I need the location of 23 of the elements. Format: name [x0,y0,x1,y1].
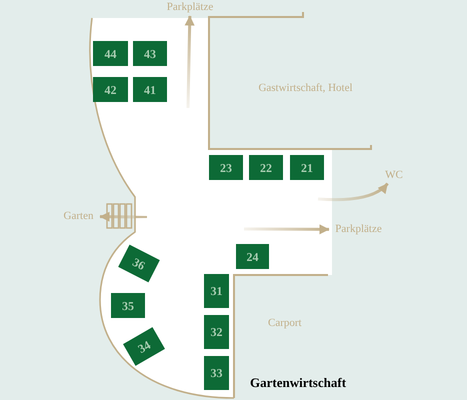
table-box: 35 [111,293,145,318]
area-label: Carport [268,316,302,330]
place-label: WC [383,169,405,182]
table-box: 42 [93,77,128,102]
table-box: 21 [290,155,324,180]
arrow [100,212,148,222]
place-label: Parkplätze [163,1,217,14]
table-box: 44 [93,41,128,66]
table-box: 31 [204,274,229,308]
place-label: Garten [59,210,98,223]
table-box: 32 [204,315,229,349]
table-box: 41 [133,77,167,102]
arrow [318,182,389,202]
table-box: 43 [133,41,167,66]
place-label: Parkplätze [331,223,386,236]
arrow [184,16,195,108]
table-box: 24 [236,244,269,269]
map-title: Gartenwirtschaft [250,375,346,390]
arrow [244,224,330,234]
building-outline: Gastwirtschaft, Hotel [208,11,373,151]
table-box: 23 [209,155,243,180]
table-box: 33 [204,356,229,390]
table-box: 22 [249,155,283,180]
